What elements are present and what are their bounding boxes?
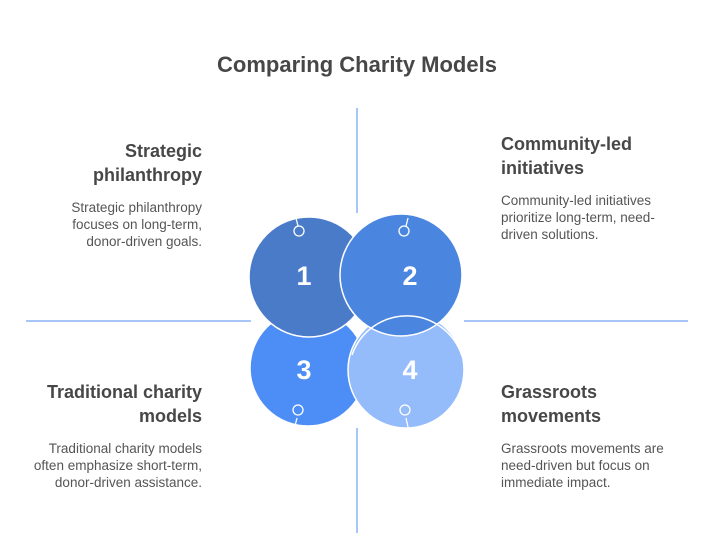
circle-2[interactable]: 2: [339, 213, 463, 337]
item-description: Community-led initiatives prioritize lon…: [501, 193, 655, 242]
circle-1-number: 1: [296, 261, 311, 291]
item-description: Grassroots movements are need-driven but…: [501, 441, 664, 490]
diagram-title: Comparing Charity Models: [217, 52, 497, 77]
connector-3-icon: [292, 404, 304, 416]
circle-4-overlap-edge: [351, 315, 463, 357]
circle-3[interactable]: 3: [249, 309, 367, 427]
connector-2-icon: [398, 225, 410, 237]
item-description: Traditional charity models often emphasi…: [33, 441, 202, 490]
connector-1-icon: [293, 225, 305, 237]
connector-4-icon: [399, 404, 411, 416]
circle-3-number: 3: [296, 355, 311, 385]
circle-2-number: 2: [402, 261, 417, 291]
item-description: Strategic philanthropy focuses on long-t…: [71, 200, 202, 249]
circle-4-number: 4: [402, 355, 417, 385]
